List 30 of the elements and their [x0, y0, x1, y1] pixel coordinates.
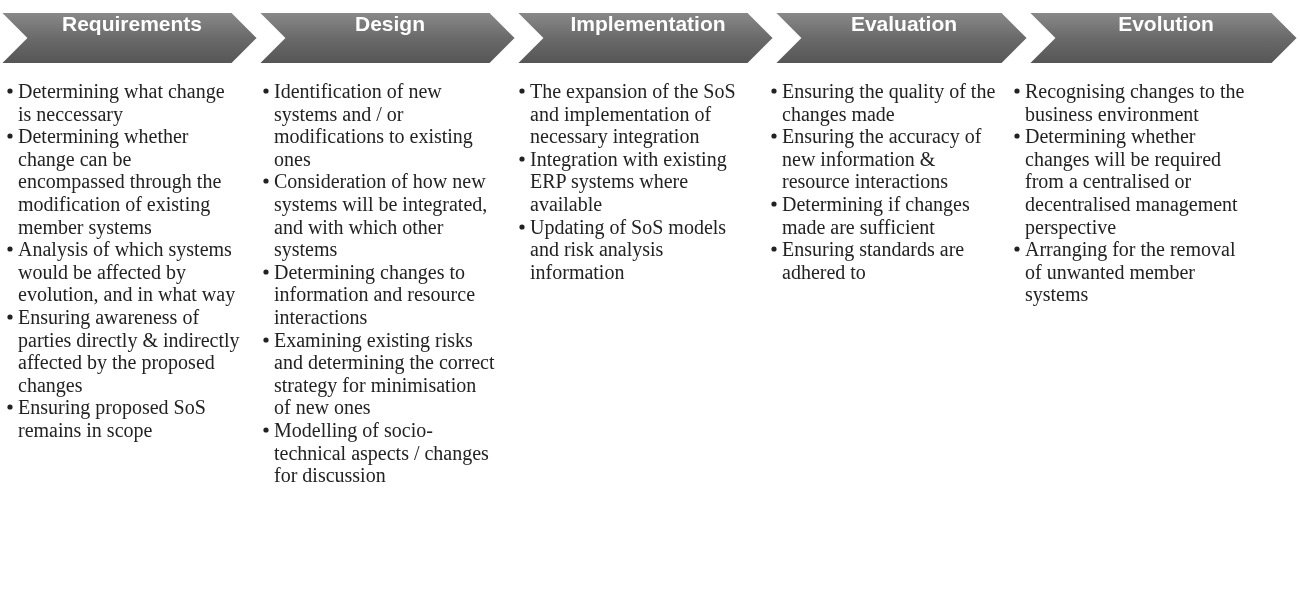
step-title: Design: [354, 12, 426, 36]
chevron-step: [0, 12, 258, 64]
bullet-text: Arranging for the removal of unwanted member systems: [1025, 238, 1236, 306]
bullet-text: Determining what change is neccessary: [18, 80, 225, 125]
chevron-step: [774, 12, 1028, 64]
bullet-text: Ensuring standards are adhered to: [782, 238, 965, 283]
bullet-text: Examining existing risks and determining the correct strategy for minimisation of new ones: [274, 328, 495, 419]
step-title: Requirements: [60, 12, 203, 36]
bullet-text: Ensuring proposed SoS remains in scope: [18, 396, 206, 441]
bullet-text: Determining changes to information and resource interactions: [274, 260, 476, 328]
bullet-text: Determining whether change can be encompassed through the modification of existing member systems: [18, 125, 222, 238]
bullet-text: Modelling of socio-technical aspects / changes for discussion: [274, 418, 489, 487]
bullet-text: Updating of SoS models and risk analysis information: [530, 215, 727, 283]
bullet-text: Identification of new systems and / or modifications to existing ones: [274, 80, 473, 170]
bullet-text: Recognising changes to the business environment: [1025, 80, 1245, 125]
bullet-text: Ensuring awareness of parties directly & indirectly affected by the proposed changes: [18, 305, 240, 396]
step-title: Evolution: [1117, 12, 1215, 36]
step-title: Evaluation: [849, 12, 959, 36]
bullet-text: The expansion of the SoS and implementation of necessary integration: [530, 80, 736, 148]
chevron-step: [516, 12, 774, 64]
step-title: Implementation: [569, 12, 727, 36]
bullet-text: Determining if changes made are sufficient: [782, 192, 970, 238]
chevron-step: [258, 12, 516, 64]
bullet-text: Determining whether changes will be required from a centralised or decentralised management perspective: [1025, 125, 1238, 238]
bullet-text: Analysis of which systems would be affected by evolution, and in what way: [18, 238, 236, 306]
bullet-text: Consideration of how new systems will be integrated, and with which other systems: [274, 170, 488, 261]
bullet-text: Ensuring the accuracy of new information & resource interactions: [782, 125, 982, 193]
bullet-text: Integration with existing ERP systems where available: [530, 147, 727, 215]
bullet-text: Ensuring the quality of the changes made: [782, 80, 996, 125]
chevron-step: [1028, 12, 1298, 64]
